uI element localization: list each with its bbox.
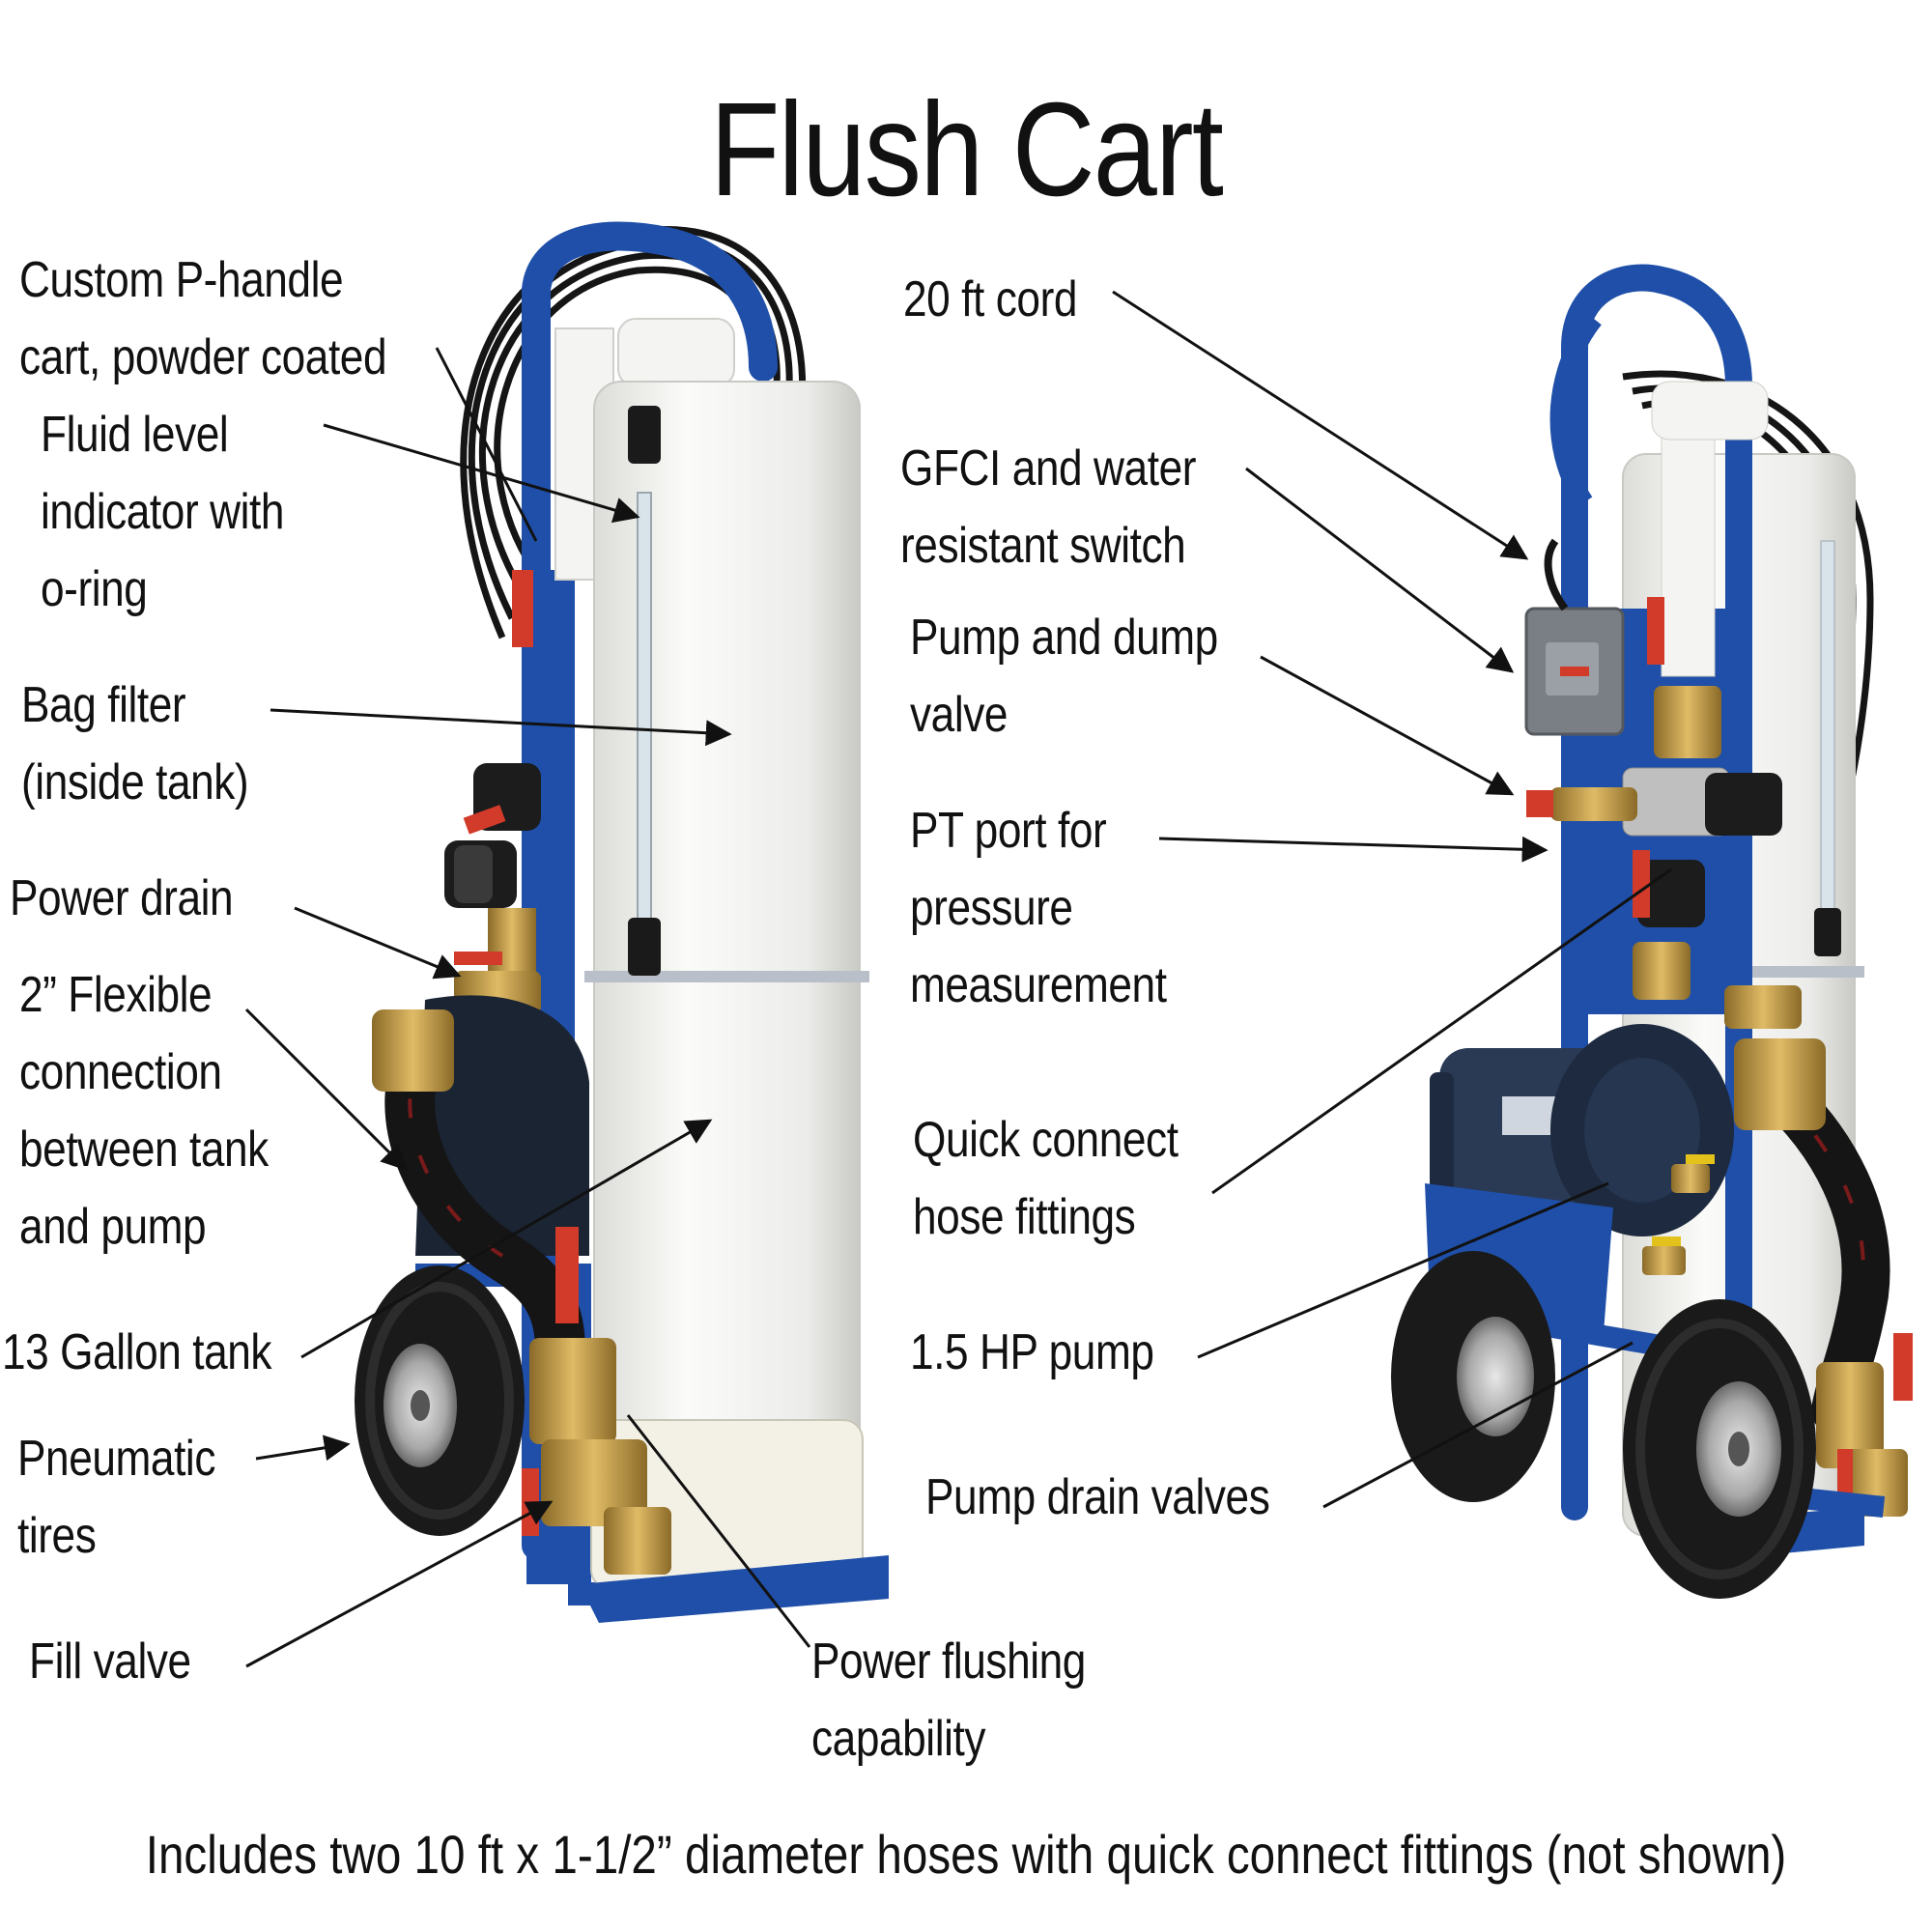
right-p-handle bbox=[1561, 264, 1752, 1520]
label-fluid-level: Fluid level indicator with o-ring bbox=[41, 407, 284, 617]
label-cord: 20 ft cord bbox=[903, 271, 1078, 327]
diagram-title: Flush Cart bbox=[709, 75, 1224, 224]
label-quick-connect: Quick connect hose fittings bbox=[913, 1112, 1179, 1245]
label-power-flushing: Power flushing capability bbox=[811, 1634, 1086, 1767]
right-wheel-front bbox=[1623, 1299, 1816, 1599]
left-tank bbox=[593, 381, 861, 1590]
label-pump-drain: Pump drain valves bbox=[925, 1469, 1270, 1525]
footer-note: Includes two 10 ft x 1-1/2” diameter hos… bbox=[145, 1824, 1787, 1885]
label-tires: Pneumatic tires bbox=[17, 1431, 216, 1564]
right-quick-connect-1 bbox=[1705, 773, 1782, 836]
label-bag-filter: Bag filter (inside tank) bbox=[21, 677, 249, 810]
label-power-drain: Power drain bbox=[10, 870, 234, 926]
left-wheel bbox=[355, 1265, 525, 1536]
label-p-handle: Custom P-handle cart, powder coated bbox=[19, 252, 387, 385]
left-cart bbox=[355, 221, 889, 1623]
label-pump-dump: Pump and dump valve bbox=[910, 610, 1218, 743]
left-level-indicator bbox=[637, 492, 652, 948]
label-flex-connection: 2” Flexible connection between tank and … bbox=[19, 967, 269, 1255]
label-fill-valve: Fill valve bbox=[29, 1634, 191, 1690]
label-gfci: GFCI and water resistant switch bbox=[900, 440, 1197, 574]
label-pt-port: PT port for pressure measurement bbox=[910, 803, 1167, 1013]
leader-lines bbox=[244, 290, 1672, 1668]
left-fill-valve bbox=[529, 1338, 616, 1444]
left-p-handle bbox=[522, 221, 778, 1560]
label-tank: 13 Gallon tank bbox=[2, 1324, 272, 1380]
right-cart bbox=[1391, 264, 1913, 1599]
label-pump: 1.5 HP pump bbox=[910, 1324, 1154, 1380]
right-wheel-back bbox=[1391, 1251, 1555, 1502]
